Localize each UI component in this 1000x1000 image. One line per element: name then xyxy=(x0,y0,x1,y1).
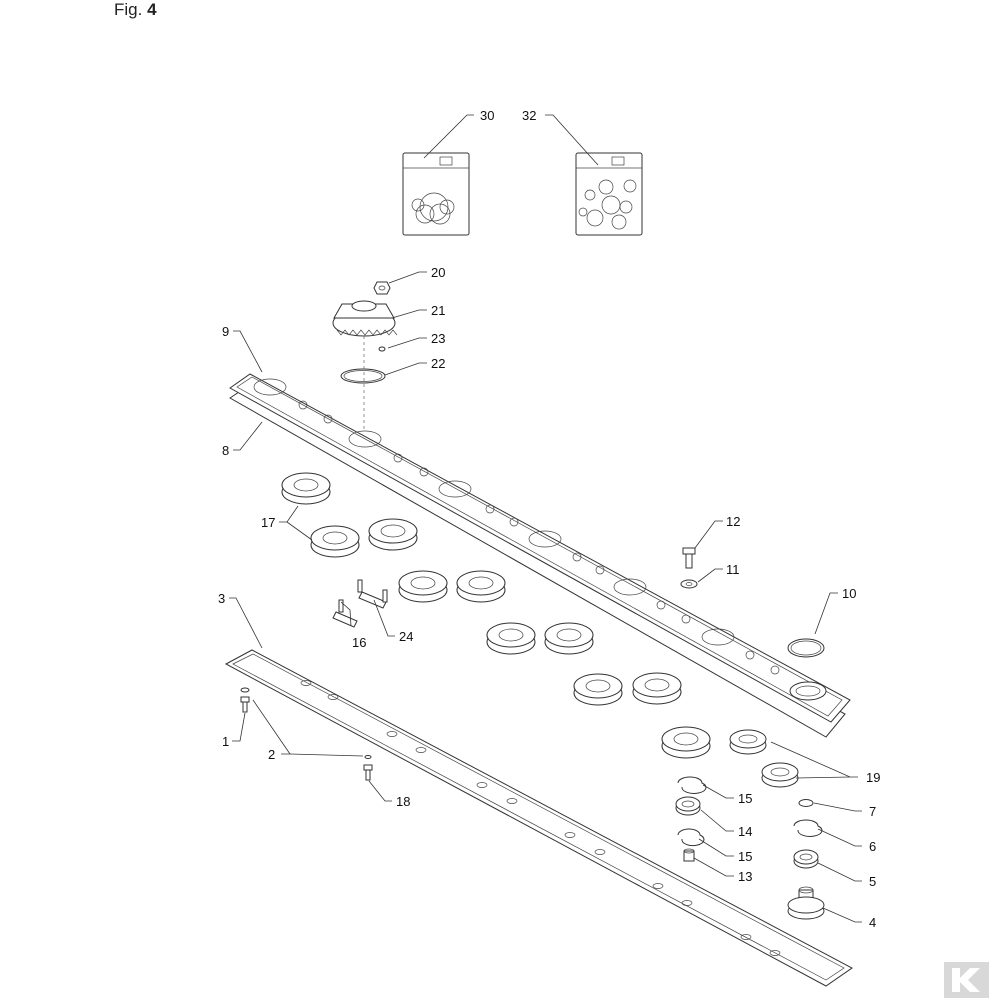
washer-11 xyxy=(680,579,698,589)
circlip-15-lower xyxy=(677,828,705,847)
callout-15-lower: 15 xyxy=(738,849,752,864)
callout-17: 17 xyxy=(261,515,275,530)
bushing-13 xyxy=(683,848,695,862)
callout-11: 11 xyxy=(726,562,740,577)
figure-prefix: Fig. xyxy=(114,0,143,19)
base-plate-3 xyxy=(224,649,853,987)
callout-10: 10 xyxy=(842,586,856,601)
callout-14: 14 xyxy=(738,824,752,839)
o-ring-23 xyxy=(378,346,386,352)
figure-title: Fig. 4 xyxy=(114,0,157,20)
bearing-14 xyxy=(675,796,701,816)
callout-21: 21 xyxy=(431,303,445,318)
callout-20: 20 xyxy=(431,265,445,280)
o-ring-10 xyxy=(787,638,825,658)
callout-18: 18 xyxy=(396,794,410,809)
callout-19: 19 xyxy=(866,770,880,785)
circlip-7 xyxy=(798,799,814,807)
callout-32: 32 xyxy=(522,108,536,123)
callout-4: 4 xyxy=(869,915,876,930)
bolt-12 xyxy=(682,547,696,569)
pinion-shaft-4 xyxy=(787,886,825,920)
callout-3: 3 xyxy=(218,591,225,606)
callout-13: 13 xyxy=(738,869,752,884)
bracket-24 xyxy=(357,579,388,609)
spur-gears xyxy=(281,472,799,788)
figure-number: 4 xyxy=(147,0,157,19)
seal-kit-bag-32 xyxy=(575,152,643,236)
callout-2: 2 xyxy=(268,747,275,762)
callout-labels: 30 32 20 21 23 22 9 8 17 12 11 10 3 16 2… xyxy=(218,108,880,930)
callout-7: 7 xyxy=(869,804,876,819)
callout-23: 23 xyxy=(431,331,445,346)
nut-20 xyxy=(373,281,391,295)
bracket-16 xyxy=(332,599,358,628)
brand-logo-icon xyxy=(944,962,989,998)
callout-15-upper: 15 xyxy=(738,791,752,806)
circlip-15-upper xyxy=(677,776,707,794)
callout-5: 5 xyxy=(869,874,876,889)
seal-kit-bag-30 xyxy=(402,152,470,236)
screw-1 xyxy=(240,687,250,713)
circlip-6 xyxy=(793,819,823,837)
callout-1: 1 xyxy=(222,734,229,749)
callout-12: 12 xyxy=(726,514,740,529)
leader-lines xyxy=(229,114,862,923)
callout-6: 6 xyxy=(869,839,876,854)
callout-8: 8 xyxy=(222,443,229,458)
screw-18 xyxy=(363,755,373,781)
callout-16: 16 xyxy=(352,635,366,650)
bearing-5 xyxy=(793,849,819,869)
o-ring-22 xyxy=(340,368,386,384)
cover-plate-9 xyxy=(229,373,851,723)
bearing-housing-21 xyxy=(332,300,398,337)
callout-24: 24 xyxy=(399,629,413,644)
callout-9: 9 xyxy=(222,324,229,339)
callout-30: 30 xyxy=(480,108,494,123)
callout-22: 22 xyxy=(431,356,445,371)
